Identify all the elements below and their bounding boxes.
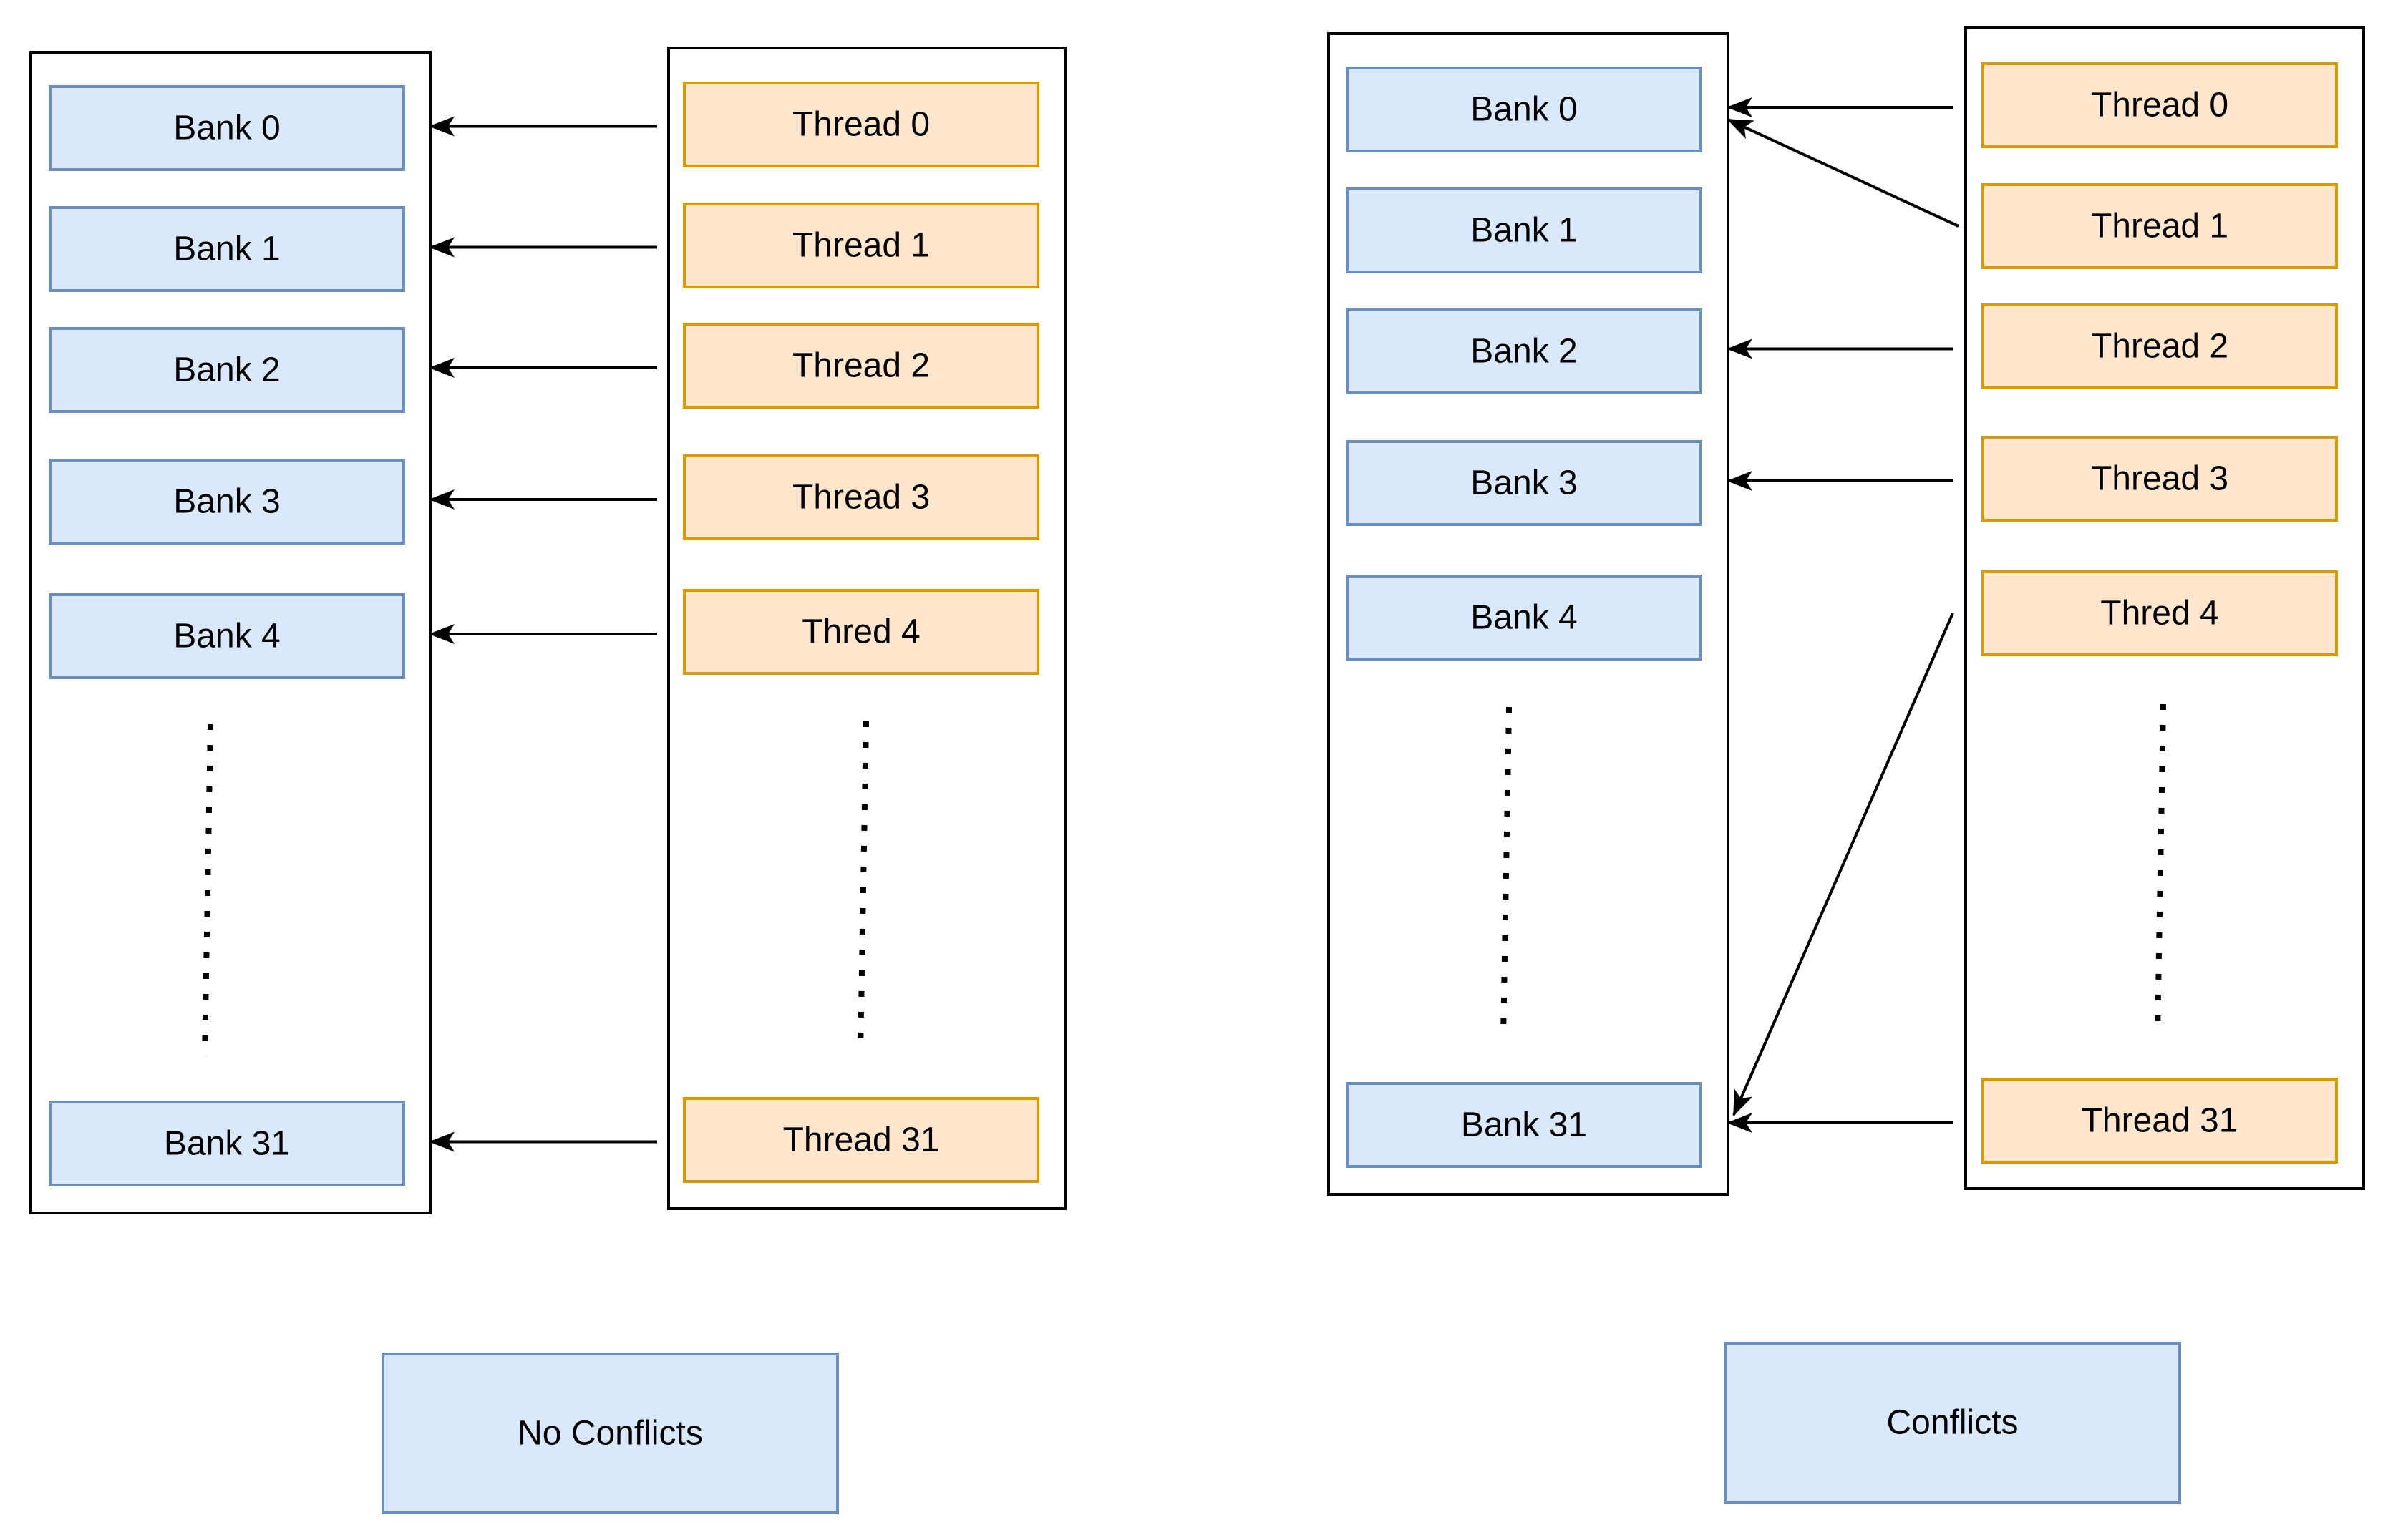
panel-conflicts: Bank 0 Bank 1 Bank 2 Bank 3 Bank 4 Bank 31 Thr…	[1327, 26, 2365, 1504]
bank-label: Bank 31	[164, 1125, 290, 1163]
caption-rect	[1724, 1342, 2181, 1504]
bank-label: Bank 1	[173, 230, 280, 268]
thread-label: Thred 4	[2100, 595, 2218, 633]
thread-ellipsis	[2155, 703, 2166, 1034]
thread-box-rect	[683, 323, 1039, 409]
access-arrow	[1732, 613, 1954, 1116]
bank-label: Bank 4	[173, 618, 280, 656]
bank-box-rect	[1346, 308, 1702, 394]
thread-box-rect	[683, 1097, 1039, 1183]
thread-box-rect	[1981, 570, 2338, 656]
thread-label: Thread 31	[783, 1121, 940, 1159]
bank-ellipsis	[1500, 706, 1512, 1038]
bank-label: Bank 1	[1470, 212, 1577, 250]
bank-box: Bank 31	[49, 1101, 405, 1186]
thread-box: Thread 0	[1981, 62, 2338, 148]
bank-box-rect	[49, 1101, 405, 1186]
bank-box: Bank 3	[49, 459, 405, 545]
bank-box-rect	[49, 85, 405, 171]
thread-label: Thread 2	[792, 347, 930, 385]
bank-box-rect	[1346, 67, 1702, 152]
thread-box: Thread 31	[683, 1097, 1039, 1183]
thread-box-rect	[683, 589, 1039, 675]
thread-box: Thread 31	[1981, 1078, 2338, 1164]
bank-box: Bank 0	[1346, 67, 1702, 152]
thread-box: Thred 4	[683, 589, 1039, 675]
bank-box-rect	[49, 593, 405, 679]
thread-label: Thread 2	[2091, 328, 2228, 366]
bank-label: Bank 2	[1470, 333, 1577, 371]
access-arrow	[1727, 118, 1959, 228]
bank-label: Bank 3	[173, 483, 280, 521]
thread-box: Thread 1	[1981, 183, 2338, 269]
caption-label: No Conflicts	[518, 1415, 703, 1453]
thread-box: Thread 1	[683, 203, 1039, 288]
caption-rect	[382, 1353, 839, 1514]
bank-box: Bank 4	[1346, 575, 1702, 661]
caption-label: Conflicts	[1886, 1404, 2018, 1442]
thread-box: Thread 2	[1981, 303, 2338, 389]
bank-label: Bank 0	[1470, 91, 1577, 129]
thread-box: Thread 3	[683, 454, 1039, 540]
thread-box: Thread 3	[1981, 436, 2338, 522]
bank-column-frame	[1327, 32, 1729, 1196]
thread-box-rect	[683, 454, 1039, 540]
bank-box: Bank 1	[49, 206, 405, 292]
bank-box-rect	[1346, 187, 1702, 273]
thread-label: Thread 1	[2091, 208, 2228, 245]
bank-box-rect	[1346, 575, 1702, 661]
caption-box: Conflicts	[1724, 1342, 2181, 1504]
bank-box-rect	[49, 459, 405, 545]
bank-box: Bank 31	[1346, 1082, 1702, 1168]
bank-box-rect	[1346, 1082, 1702, 1168]
bank-box: Bank 3	[1346, 440, 1702, 526]
thread-box-rect	[1981, 62, 2338, 148]
thread-box: Thread 2	[683, 323, 1039, 409]
thread-box: Thread 0	[683, 82, 1039, 167]
thread-label: Thred 4	[802, 613, 920, 651]
bank-box: Bank 2	[1346, 308, 1702, 394]
thread-column-frame	[667, 47, 1067, 1210]
thread-column-frame	[1964, 26, 2365, 1190]
thread-label: Thread 31	[2082, 1102, 2238, 1140]
bank-label: Bank 0	[173, 109, 280, 147]
bank-label: Bank 2	[173, 351, 280, 389]
bank-label: Bank 4	[1470, 599, 1577, 637]
thread-label: Thread 0	[2091, 87, 2228, 125]
thread-label: Thread 0	[792, 106, 930, 144]
panel-no-conflicts: Bank 0 Bank 1 Bank 2 Bank 3 Bank 4 Bank 31 Thr…	[29, 47, 1067, 1514]
thread-box-rect	[1981, 183, 2338, 269]
bank-box: Bank 2	[49, 327, 405, 413]
bank-box: Bank 0	[49, 85, 405, 171]
thread-label: Thread 3	[792, 479, 930, 517]
thread-box-rect	[1981, 1078, 2338, 1164]
bank-ellipsis	[202, 723, 213, 1057]
thread-box-rect	[683, 82, 1039, 167]
thread-ellipsis	[858, 721, 869, 1053]
caption-box: No Conflicts	[382, 1353, 839, 1514]
bank-box: Bank 1	[1346, 187, 1702, 273]
bank-box-rect	[49, 206, 405, 292]
thread-box: Thred 4	[1981, 570, 2338, 656]
bank-box: Bank 4	[49, 593, 405, 679]
bank-box-rect	[1346, 440, 1702, 526]
bank-box-rect	[49, 327, 405, 413]
thread-box-rect	[683, 203, 1039, 288]
thread-box-rect	[1981, 436, 2338, 522]
bank-label: Bank 31	[1461, 1106, 1587, 1144]
thread-label: Thread 1	[792, 227, 930, 265]
bank-label: Bank 3	[1470, 464, 1577, 502]
thread-label: Thread 3	[2091, 460, 2228, 498]
thread-box-rect	[1981, 303, 2338, 389]
